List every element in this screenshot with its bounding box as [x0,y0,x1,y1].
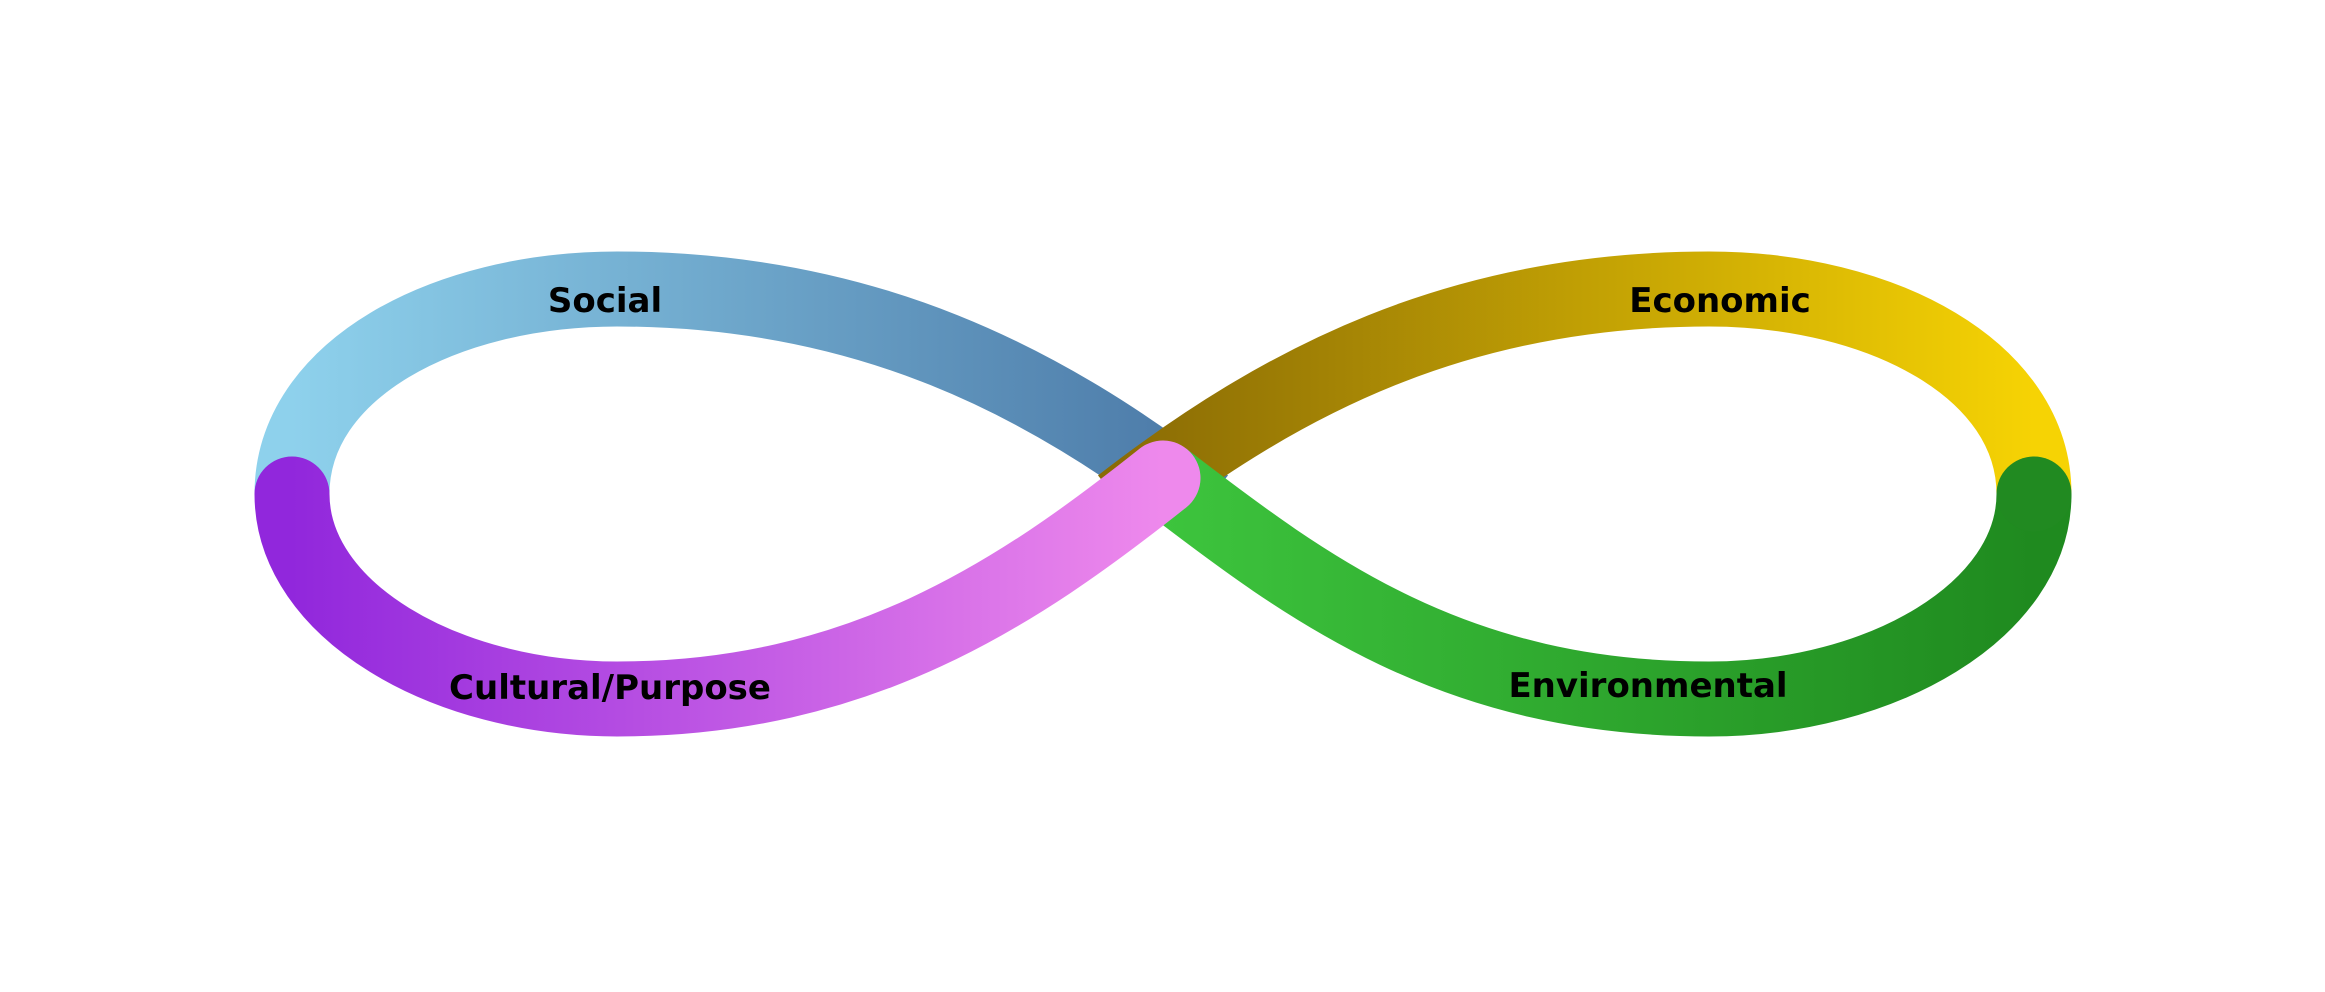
social-segment [254,251,1228,535]
economic-segment [1098,251,2072,535]
social-label: Social [548,281,662,321]
environmental-cap [1996,456,2072,532]
cultural-label: Cultural/Purpose [449,668,771,708]
cultural-segment [254,440,1201,737]
environmental-segment [1140,448,2072,737]
environmental-label: Environmental [1508,666,1787,706]
economic-label: Economic [1629,281,1811,321]
